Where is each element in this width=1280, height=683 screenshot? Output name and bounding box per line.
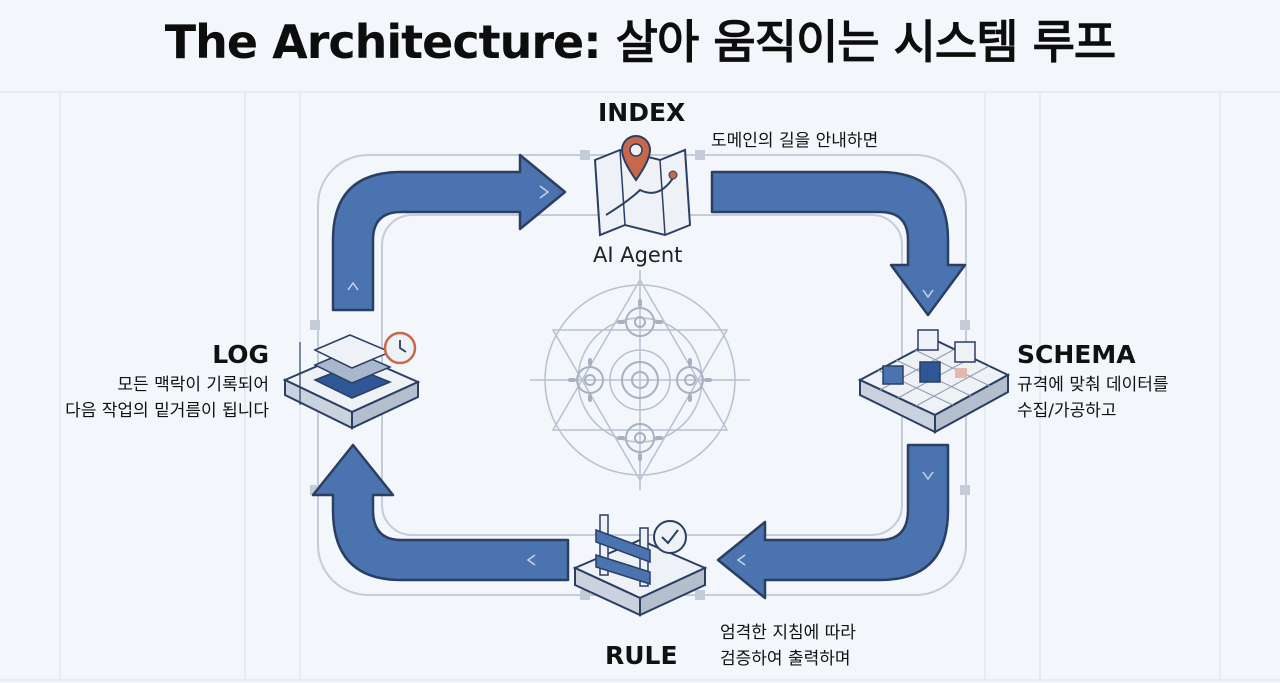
arrow-rule-to-log bbox=[311, 443, 570, 582]
schema-grid-icon bbox=[857, 329, 1011, 434]
page-title: The Architecture: 살아 움직이는 시스템 루프 bbox=[164, 15, 1116, 69]
rule-description-line1: 엄격한 지침에 따라 bbox=[720, 623, 856, 643]
arrow-index-to-schema bbox=[710, 170, 967, 317]
schema-description-line1: 규격에 맞춰 데이터를 bbox=[1017, 375, 1169, 395]
index-label: INDEX bbox=[598, 98, 686, 127]
rule-description-line2: 검증하여 출력하며 bbox=[720, 649, 851, 669]
schema-label: SCHEMA bbox=[1017, 340, 1136, 369]
map-pin-icon bbox=[593, 135, 692, 237]
schema-description-line2: 수집/가공하고 bbox=[1017, 401, 1117, 421]
log-label: LOG bbox=[212, 340, 269, 369]
barrier-check-icon bbox=[572, 514, 708, 617]
log-description-line2: 다음 작업의 밑거름이 됩니다 bbox=[65, 401, 269, 421]
arrow-log-to-index bbox=[331, 153, 567, 312]
rule-label: RULE bbox=[605, 641, 678, 670]
index-sublabel: AI Agent bbox=[593, 243, 683, 267]
index-description: 도메인의 길을 안내하면 bbox=[711, 131, 879, 151]
arrow-schema-to-rule bbox=[716, 443, 950, 600]
log-description-line1: 모든 맥락이 기록되어 bbox=[117, 375, 269, 395]
log-layers-icon bbox=[282, 331, 421, 430]
